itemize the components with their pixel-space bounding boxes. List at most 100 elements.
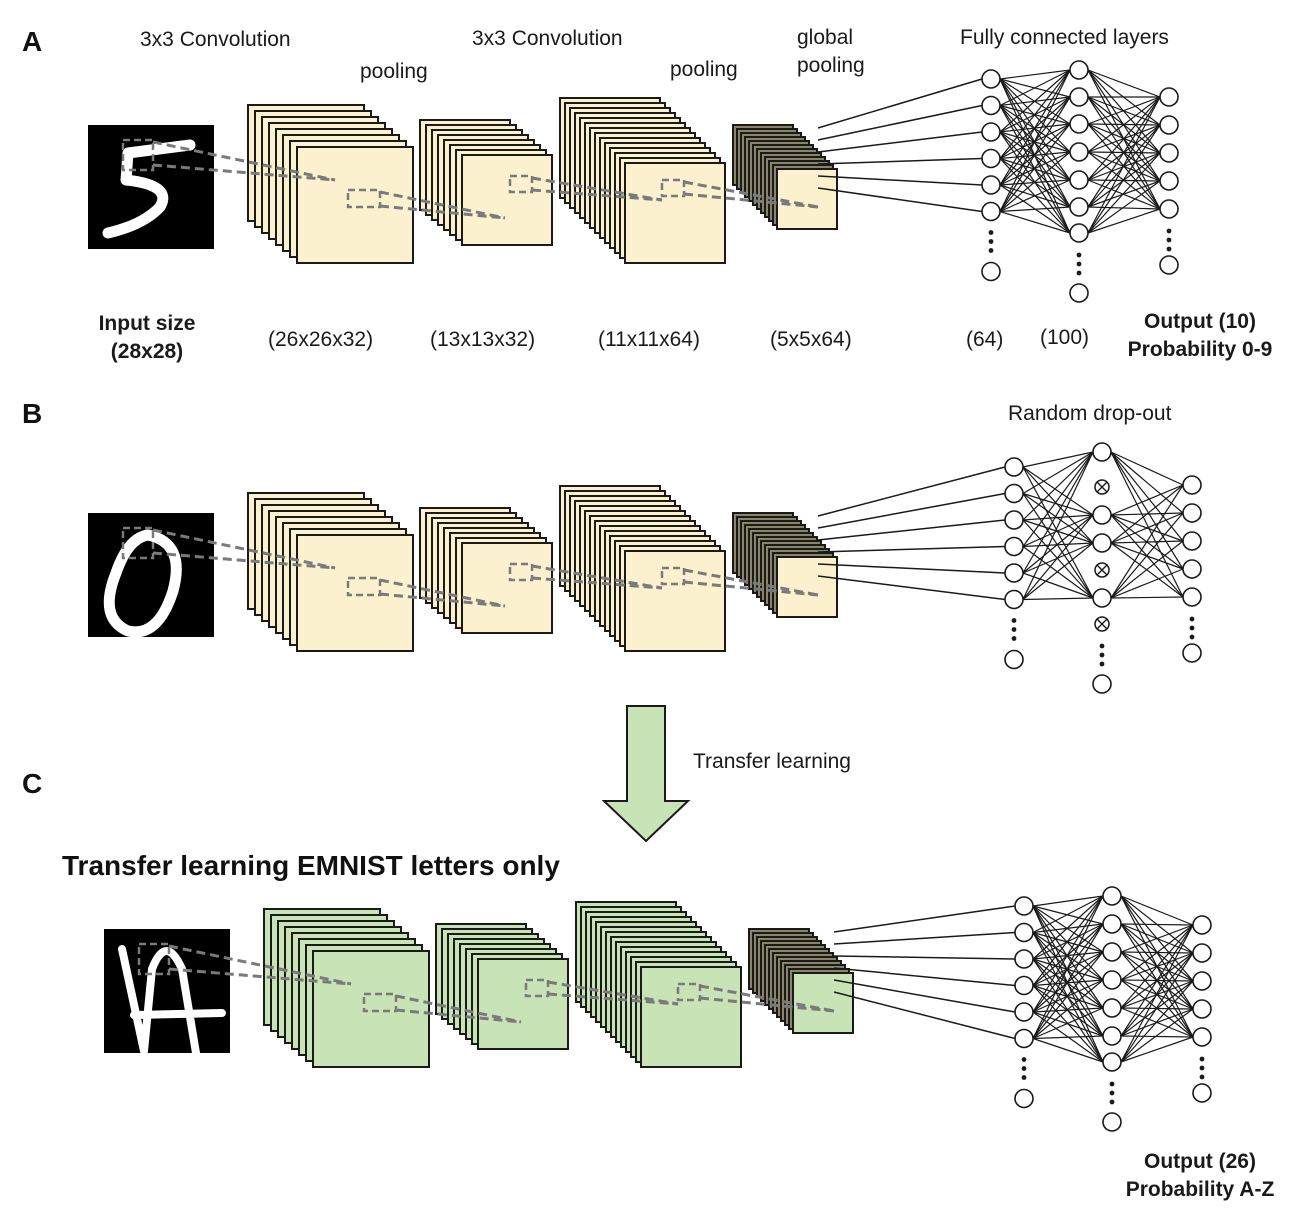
dense-100-node [1102, 970, 1122, 990]
ellipsis-dots [1109, 1099, 1115, 1105]
panel-c-conv2-stack [575, 901, 742, 1068]
connection [1087, 96, 1161, 125]
panel-c-pool1-receptive-field [524, 978, 550, 998]
panel-a-guide-line [379, 190, 506, 220]
connection [1032, 932, 1104, 1009]
panel-b-input-image [88, 513, 214, 638]
connection [1022, 466, 1094, 544]
dense-100-node [1102, 886, 1122, 906]
output-node [1182, 531, 1202, 551]
ellipsis-dots [1021, 1066, 1027, 1071]
connection [1087, 180, 1161, 208]
connection [1032, 895, 1104, 907]
dense-100-node [1102, 1026, 1122, 1046]
ellipsis-dots [1011, 636, 1017, 641]
panel-a-conv2-stack [559, 97, 726, 264]
panel-c-pool1-stack [435, 923, 569, 1050]
connection [1032, 895, 1104, 960]
connection [999, 210, 1071, 234]
dense-64-node [1004, 536, 1024, 557]
output-node [1159, 255, 1179, 275]
connection [1087, 124, 1161, 234]
panel-a-pool1-stack [419, 119, 553, 246]
ellipsis-dots [1166, 246, 1172, 252]
connection [1022, 514, 1094, 600]
dense-64-node [1014, 949, 1034, 969]
connection [1120, 1008, 1194, 1063]
ellipsis-dots [1076, 270, 1082, 276]
connection [1120, 923, 1194, 926]
connection [999, 69, 1071, 186]
connection [999, 131, 1071, 181]
output-node [1159, 143, 1179, 163]
panel-a-guide-line [152, 140, 336, 182]
connection [1087, 96, 1161, 208]
output-node [1159, 171, 1179, 191]
output-node [1192, 915, 1212, 935]
panel-letter-c: C [22, 768, 43, 799]
panel-a-guide-line [531, 176, 663, 202]
connection [1022, 451, 1094, 547]
dense-100-node [1102, 942, 1122, 962]
panel-a-input-receptive-field [121, 138, 155, 172]
panel-c-guide-line [395, 1008, 522, 1024]
dropped-cross-icon [1096, 618, 1108, 630]
panel-b-guide-line [683, 568, 819, 597]
input-connection [817, 78, 983, 129]
feature-map [640, 966, 742, 1068]
connection [1032, 932, 1104, 1037]
input-connection [817, 519, 1006, 541]
panel-c-guide-line [547, 992, 679, 1006]
input-connection [833, 931, 1016, 945]
connection [1120, 924, 1194, 1063]
dense-64-node [981, 95, 1001, 116]
panel-b-conv2-stack [559, 485, 726, 652]
ellipsis-dots [1199, 1056, 1205, 1062]
panel-c-guide-line [699, 996, 835, 1013]
connection [1022, 514, 1094, 548]
ellipsis-dots [1109, 1081, 1115, 1087]
connection [1022, 572, 1094, 599]
dense-100-node [1102, 1112, 1122, 1132]
ellipsis-dots [1199, 1074, 1205, 1080]
panel-b-fully-connected-net [817, 442, 1202, 694]
dense-100-node [1069, 142, 1089, 162]
panel-a-input-image [88, 125, 214, 249]
ellipsis-dots [1011, 627, 1017, 632]
panel-c-guide-line [168, 944, 352, 986]
connection [1032, 931, 1104, 953]
ellipsis-dots [1189, 625, 1195, 631]
dense-100-node [1102, 1052, 1122, 1072]
panel-b-conv1-receptive-field [346, 576, 382, 597]
panel-b-guide-line [152, 528, 336, 570]
output-node [1159, 115, 1179, 135]
connection [1032, 985, 1104, 1037]
output-node [1192, 1027, 1212, 1047]
ellipsis-dots [1109, 1090, 1115, 1096]
panel-a-guide-line [683, 192, 819, 209]
panel-b-guide-line [683, 580, 819, 597]
panel-c-conv1-receptive-field [362, 992, 398, 1013]
dense-64-node [1014, 896, 1034, 916]
ellipsis-dots [988, 230, 994, 235]
connection [1032, 905, 1104, 1009]
connection [1032, 958, 1104, 981]
connection [1022, 519, 1094, 599]
ellipsis-dots [1099, 643, 1105, 649]
ellipsis-dots [1099, 661, 1105, 667]
panel-c-conv1-stack [263, 908, 430, 1068]
connection [1120, 1035, 1194, 1038]
input-connection [817, 563, 1006, 574]
input-connection [833, 979, 1016, 1013]
connection [1110, 484, 1184, 544]
panel-a-conv1-stack [247, 104, 414, 264]
connection [1110, 484, 1184, 599]
dense-64-node [1014, 922, 1034, 943]
label-fully-connected: Fully connected layers [960, 26, 1169, 49]
dense-64-node [1004, 649, 1024, 670]
output-node [1159, 199, 1179, 219]
transfer-arrow-icon [601, 705, 691, 843]
connection [999, 69, 1071, 80]
input-connection [817, 131, 983, 153]
dense-64-node [981, 148, 1001, 169]
